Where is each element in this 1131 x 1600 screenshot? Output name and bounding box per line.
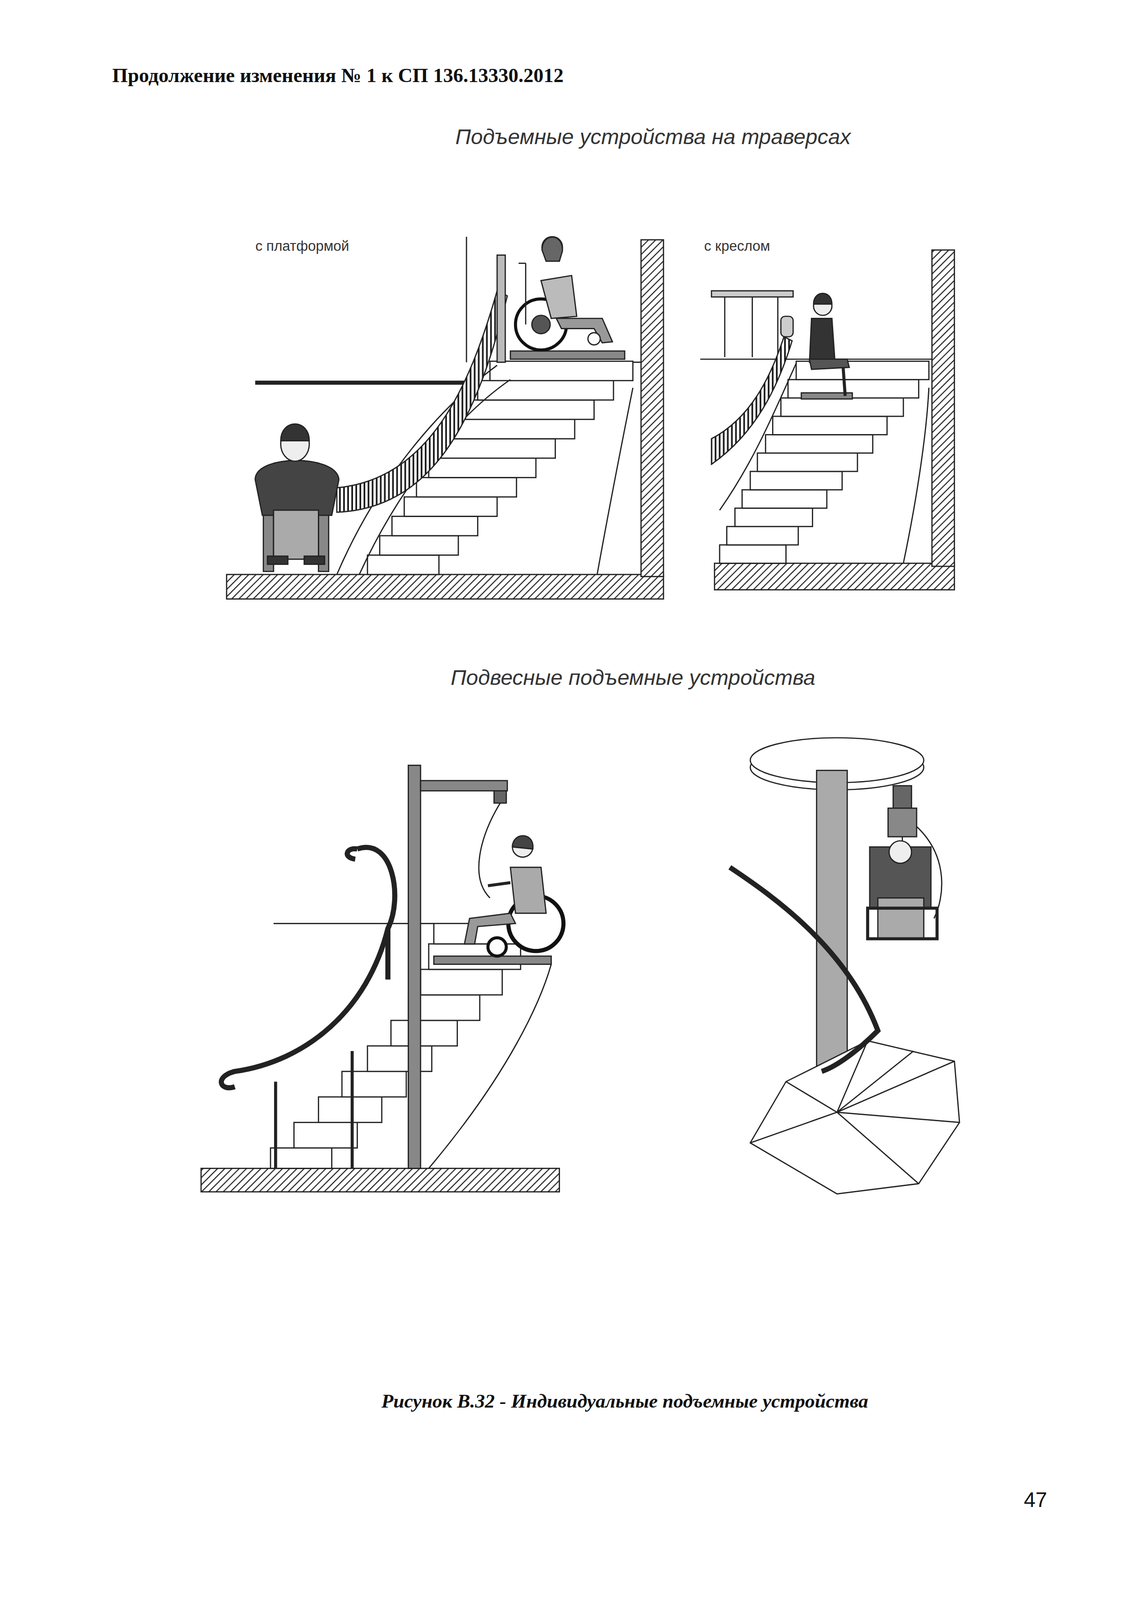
figure-caption: Рисунок В.32 - Индивидуальные подъемные … [381, 1390, 868, 1413]
chair-lift-figure [700, 249, 955, 590]
figure-label: с креслом [704, 238, 771, 255]
suspended-lift-figure [201, 765, 564, 1192]
figure-label: с платформой [255, 238, 350, 255]
spiral-lift-figure [729, 737, 960, 1194]
section-heading: Подвесные подъемные устройства [450, 664, 815, 691]
running-header: Продолжение изменения № 1 к СП 136.13330… [112, 63, 564, 88]
platform-lift-figure [226, 236, 664, 599]
section-heading: Подъемные устройства на траверсах [455, 124, 851, 150]
page-number: 47 [1023, 1487, 1048, 1513]
